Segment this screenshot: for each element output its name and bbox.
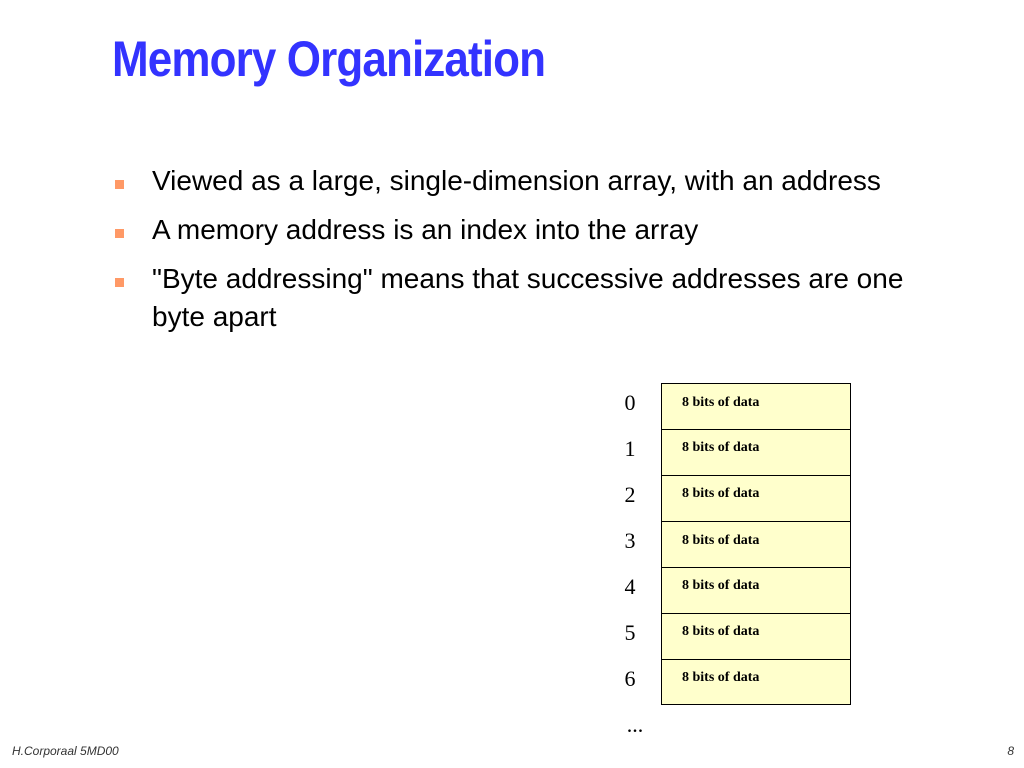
bullet-item: Viewed as a large, single-dimension arra…: [112, 162, 952, 200]
cell-divider: [662, 613, 850, 614]
bullet-text: "Byte addressing" means that successive …: [152, 263, 904, 332]
square-bullet-icon: [115, 229, 124, 238]
bullet-text: Viewed as a large, single-dimension arra…: [152, 165, 881, 196]
address-label-4: 4: [624, 574, 636, 599]
cell-divider: [662, 659, 850, 660]
memory-cell-5: 8 bits of data: [682, 624, 760, 639]
memory-cell-6: 8 bits of data: [682, 670, 760, 685]
memory-array-diagram: 0 1 2 3 4 5 6 ... 8 bits of data 8 bits …: [560, 380, 860, 750]
bullet-list: Viewed as a large, single-dimension arra…: [112, 162, 952, 347]
memory-cell-4: 8 bits of data: [682, 578, 760, 593]
cell-divider: [662, 567, 850, 568]
cell-divider: [662, 429, 850, 430]
bullet-item: A memory address is an index into the ar…: [112, 211, 952, 249]
memory-cell-0: 8 bits of data: [682, 395, 760, 410]
page-number: 8: [1007, 744, 1014, 758]
cell-divider: [662, 521, 850, 522]
memory-cell-3: 8 bits of data: [682, 533, 760, 548]
bullet-item: "Byte addressing" means that successive …: [112, 260, 952, 336]
cell-divider: [662, 475, 850, 476]
memory-cell-2: 8 bits of data: [682, 486, 760, 501]
memory-cell-1: 8 bits of data: [682, 440, 760, 455]
footer-author: H.Corporaal 5MD00: [12, 744, 119, 758]
address-label-2: 2: [624, 482, 636, 507]
address-label-0: 0: [624, 390, 636, 415]
memory-cells-box: 8 bits of data 8 bits of data 8 bits of …: [661, 383, 851, 705]
square-bullet-icon: [115, 278, 124, 287]
bullet-text: A memory address is an index into the ar…: [152, 214, 699, 245]
slide-title: Memory Organization: [112, 31, 546, 87]
address-label-3: 3: [624, 528, 636, 553]
address-ellipsis: ...: [626, 712, 644, 737]
square-bullet-icon: [115, 180, 124, 189]
address-label-1: 1: [624, 436, 636, 461]
address-label-6: 6: [624, 666, 636, 691]
address-label-5: 5: [624, 620, 636, 645]
